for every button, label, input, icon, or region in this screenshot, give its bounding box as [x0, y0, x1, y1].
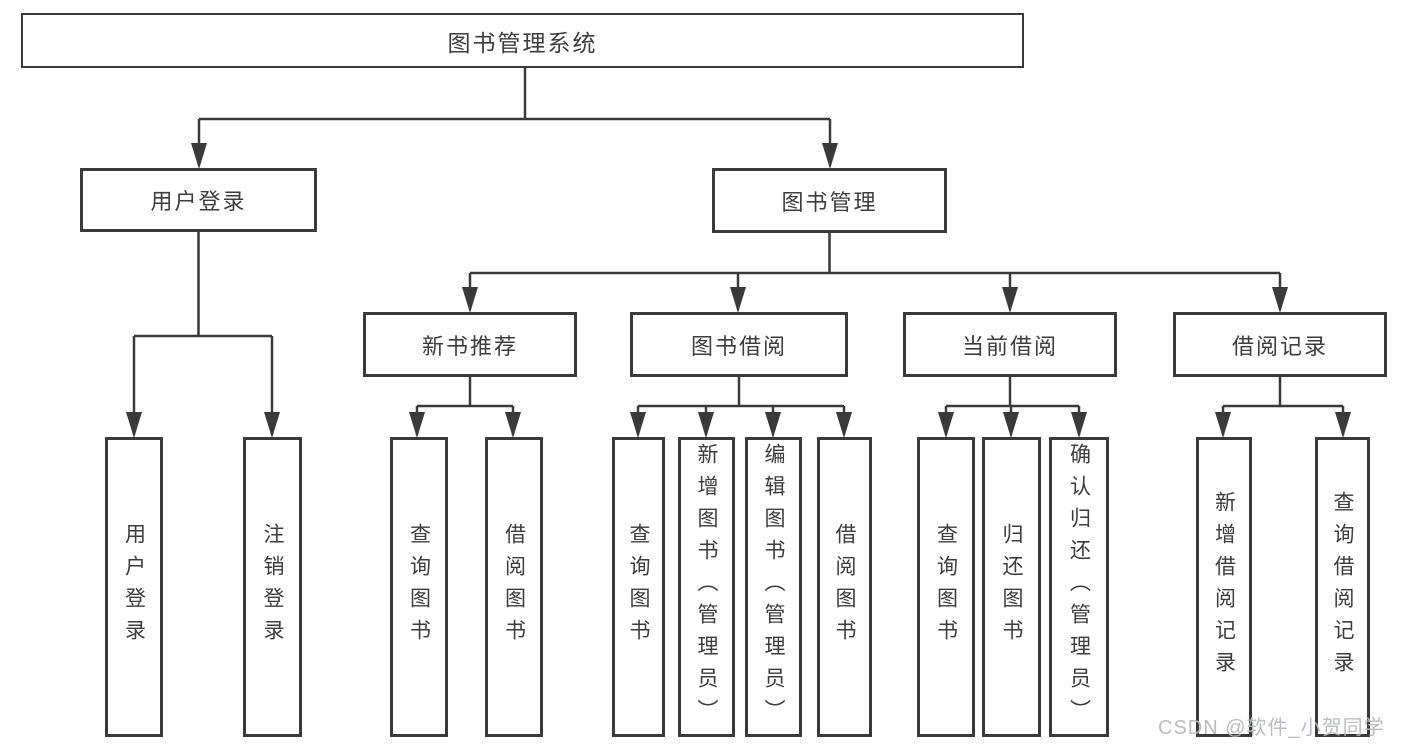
leaf-label: 查询图书: [934, 523, 958, 651]
node-borrow-records: 借阅记录: [1173, 312, 1387, 377]
leaf-label: 归还图书: [1000, 523, 1023, 651]
leaf-label: 新增借阅记录: [1212, 491, 1236, 683]
leaf-label: 查询借阅记录: [1331, 491, 1354, 683]
node-library-management-system: 图书管理系统: [21, 13, 1024, 68]
leaf-query-books-3: 查询图书: [917, 437, 975, 737]
leaf-add-borrow-record: 新增借阅记录: [1196, 437, 1252, 737]
node-current-borrow: 当前借阅: [903, 312, 1117, 377]
node-label: 借阅记录: [1231, 333, 1328, 359]
leaf-confirm-return-admin: 确认归还（管理员）: [1049, 437, 1109, 737]
leaf-query-books-1: 查询图书: [390, 437, 448, 737]
leaf-label: 编辑图书（管理员）: [762, 443, 785, 731]
leaf-query-borrow-record: 查询借阅记录: [1315, 437, 1370, 737]
leaf-borrow-books-1: 借阅图书: [485, 437, 543, 737]
leaf-query-books-2: 查询图书: [612, 437, 665, 737]
leaf-label: 注销登录: [261, 523, 284, 651]
leaf-return-book: 归还图书: [982, 437, 1041, 737]
node-book-borrow: 图书借阅: [630, 312, 848, 377]
leaf-user-login: 用户登录: [105, 437, 163, 737]
node-label: 图书借阅: [690, 333, 787, 359]
csdn-watermark: CSDN @软件_小贺同学: [1158, 717, 1385, 739]
leaf-label: 查询图书: [627, 523, 650, 651]
leaf-label: 借阅图书: [833, 523, 856, 651]
node-label: 图书管理系统: [447, 29, 598, 56]
node-label: 新书推荐: [421, 333, 518, 359]
node-book-management: 图书管理: [712, 168, 947, 233]
leaf-add-book-admin: 新增图书（管理员）: [678, 437, 735, 737]
leaf-label: 查询图书: [407, 523, 431, 651]
node-user-login: 用户登录: [80, 168, 317, 232]
leaf-logout: 注销登录: [243, 437, 302, 737]
leaf-edit-book-admin: 编辑图书（管理员）: [745, 437, 802, 737]
leaf-label: 借阅图书: [502, 523, 526, 651]
leaf-label: 用户登录: [122, 523, 146, 651]
leaf-borrow-books-2: 借阅图书: [817, 437, 872, 737]
node-label: 当前借阅: [961, 333, 1058, 359]
leaf-label: 新增图书（管理员）: [695, 443, 718, 731]
node-new-book-recommend: 新书推荐: [363, 312, 577, 377]
node-label: 用户登录: [150, 189, 247, 214]
leaf-label: 确认归还（管理员）: [1067, 443, 1091, 731]
node-label: 图书管理: [781, 189, 878, 215]
